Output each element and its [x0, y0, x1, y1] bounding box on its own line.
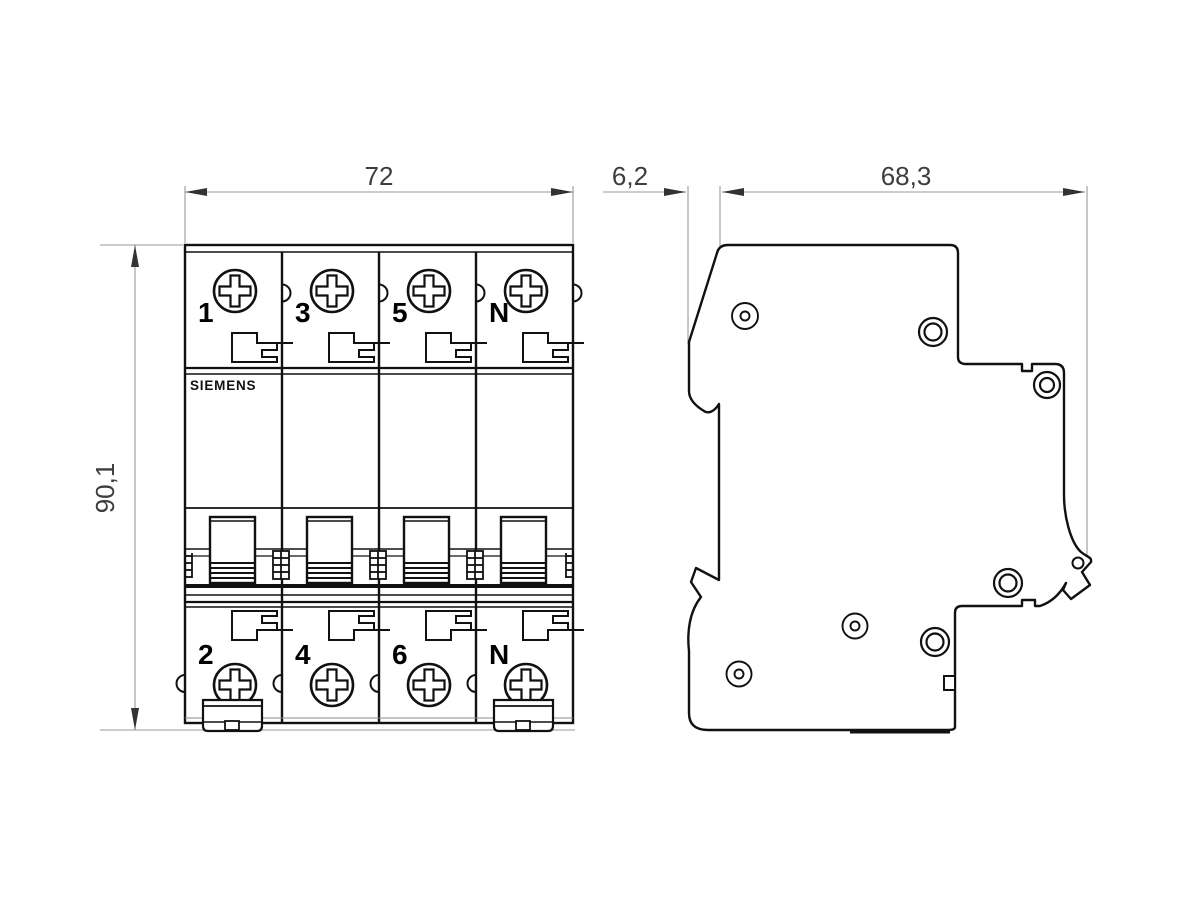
terminal-label-1: 1	[198, 297, 214, 328]
switch-band	[185, 507, 573, 608]
terminal-label-4: 4	[295, 639, 311, 670]
terminal-screw	[406, 662, 452, 708]
offset-dimension: 6,2	[603, 161, 689, 344]
rivet-circle	[731, 302, 759, 330]
terminal-label-6: 6	[392, 639, 408, 670]
arrow-up-icon	[131, 245, 139, 267]
terminal-screw	[406, 268, 452, 314]
top-terminals: 1 3 5 N	[198, 268, 585, 363]
rivet-circle	[841, 612, 869, 640]
arrow-right-icon	[664, 188, 686, 196]
din-latch	[850, 556, 1085, 734]
terminal-screw	[212, 268, 258, 314]
terminal-label-3: 3	[295, 297, 311, 328]
arrow-left-icon	[185, 188, 207, 196]
din-rail-clip	[492, 698, 555, 733]
terminal-screw	[309, 662, 355, 708]
depth-dimension-label: 68,3	[881, 161, 932, 191]
wire-notch	[281, 283, 292, 303]
switch-toggle	[402, 515, 451, 585]
terminal-label-n-bottom: N	[489, 639, 509, 670]
side-view: 6,2 68,3	[603, 161, 1093, 734]
wire-notch	[378, 283, 389, 303]
front-view: 72 90,1	[90, 161, 585, 733]
rivet-circle	[919, 626, 951, 658]
wire-notch	[475, 283, 486, 303]
arrow-left-icon	[722, 188, 744, 196]
arrow-right-icon	[551, 188, 573, 196]
wire-notch	[272, 674, 283, 693]
pole-link	[466, 550, 484, 580]
height-dimension-label: 90,1	[90, 463, 120, 514]
pole-link	[369, 550, 387, 580]
terminal-label-n-top: N	[489, 297, 509, 328]
rivet-circle	[992, 567, 1024, 599]
din-rail-clip	[201, 698, 264, 733]
rivet-circle	[917, 316, 949, 348]
terminal-label-5: 5	[392, 297, 408, 328]
arrow-right-icon	[1063, 188, 1085, 196]
latch-notch	[943, 675, 956, 691]
switch-toggle	[499, 515, 548, 585]
breaker-side-body	[687, 243, 1093, 732]
pole-link	[272, 550, 290, 580]
pole-link-edge	[185, 553, 573, 578]
rivet-circle	[725, 660, 753, 688]
arrow-down-icon	[131, 708, 139, 730]
terminal-screw	[503, 268, 549, 314]
wire-notch	[369, 674, 380, 693]
bottom-terminals: 2 4 6 N	[175, 610, 585, 708]
width-dimension-label: 72	[365, 161, 394, 191]
offset-dimension-label: 6,2	[612, 161, 648, 191]
switch-toggle	[208, 515, 257, 585]
terminal-label-2: 2	[198, 639, 214, 670]
rivet-circle	[1032, 370, 1062, 400]
rivets	[725, 302, 1062, 688]
height-dimension: 90,1	[90, 244, 575, 731]
wire-notch	[175, 674, 186, 693]
terminal-screw	[309, 268, 355, 314]
switch-toggle	[305, 515, 354, 585]
width-dimension: 72	[184, 161, 574, 243]
wire-notch	[572, 283, 583, 303]
brand-label: SIEMENS	[190, 378, 256, 393]
wire-notch	[466, 674, 477, 693]
